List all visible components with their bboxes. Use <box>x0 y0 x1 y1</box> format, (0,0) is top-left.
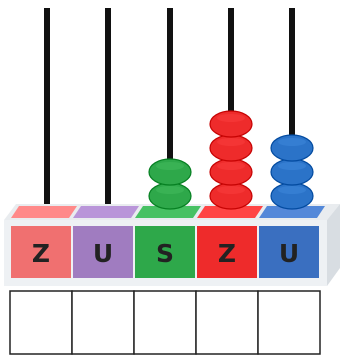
place-label-2: U <box>93 239 113 268</box>
answer-cell-4[interactable] <box>196 291 258 354</box>
bead-col3-2 <box>149 159 191 185</box>
bead-col4-2 <box>210 159 252 185</box>
answer-cell-2[interactable] <box>72 291 134 354</box>
bead-col5-3 <box>271 135 313 161</box>
place-label-4: Z <box>218 239 236 268</box>
bead-col4-3 <box>210 135 252 161</box>
rod-2 <box>105 8 111 214</box>
place-label-5: U <box>279 239 299 268</box>
answer-cell-3[interactable] <box>134 291 196 354</box>
bead-col4-1 <box>210 183 252 209</box>
bead-col4-4 <box>210 111 252 137</box>
column-tab-2 <box>73 206 139 218</box>
bead-col5-1 <box>271 183 313 209</box>
rod-1 <box>44 8 50 214</box>
answer-grid <box>10 291 320 354</box>
column-tab-1 <box>11 206 77 218</box>
place-label-3: S <box>156 239 174 268</box>
answer-cell-5[interactable] <box>258 291 320 354</box>
bead-col5-2 <box>271 159 313 185</box>
answer-cell-1[interactable] <box>10 291 72 354</box>
abacus-beads <box>149 111 313 209</box>
bead-col3-1 <box>149 183 191 209</box>
place-label-1: Z <box>32 239 50 268</box>
